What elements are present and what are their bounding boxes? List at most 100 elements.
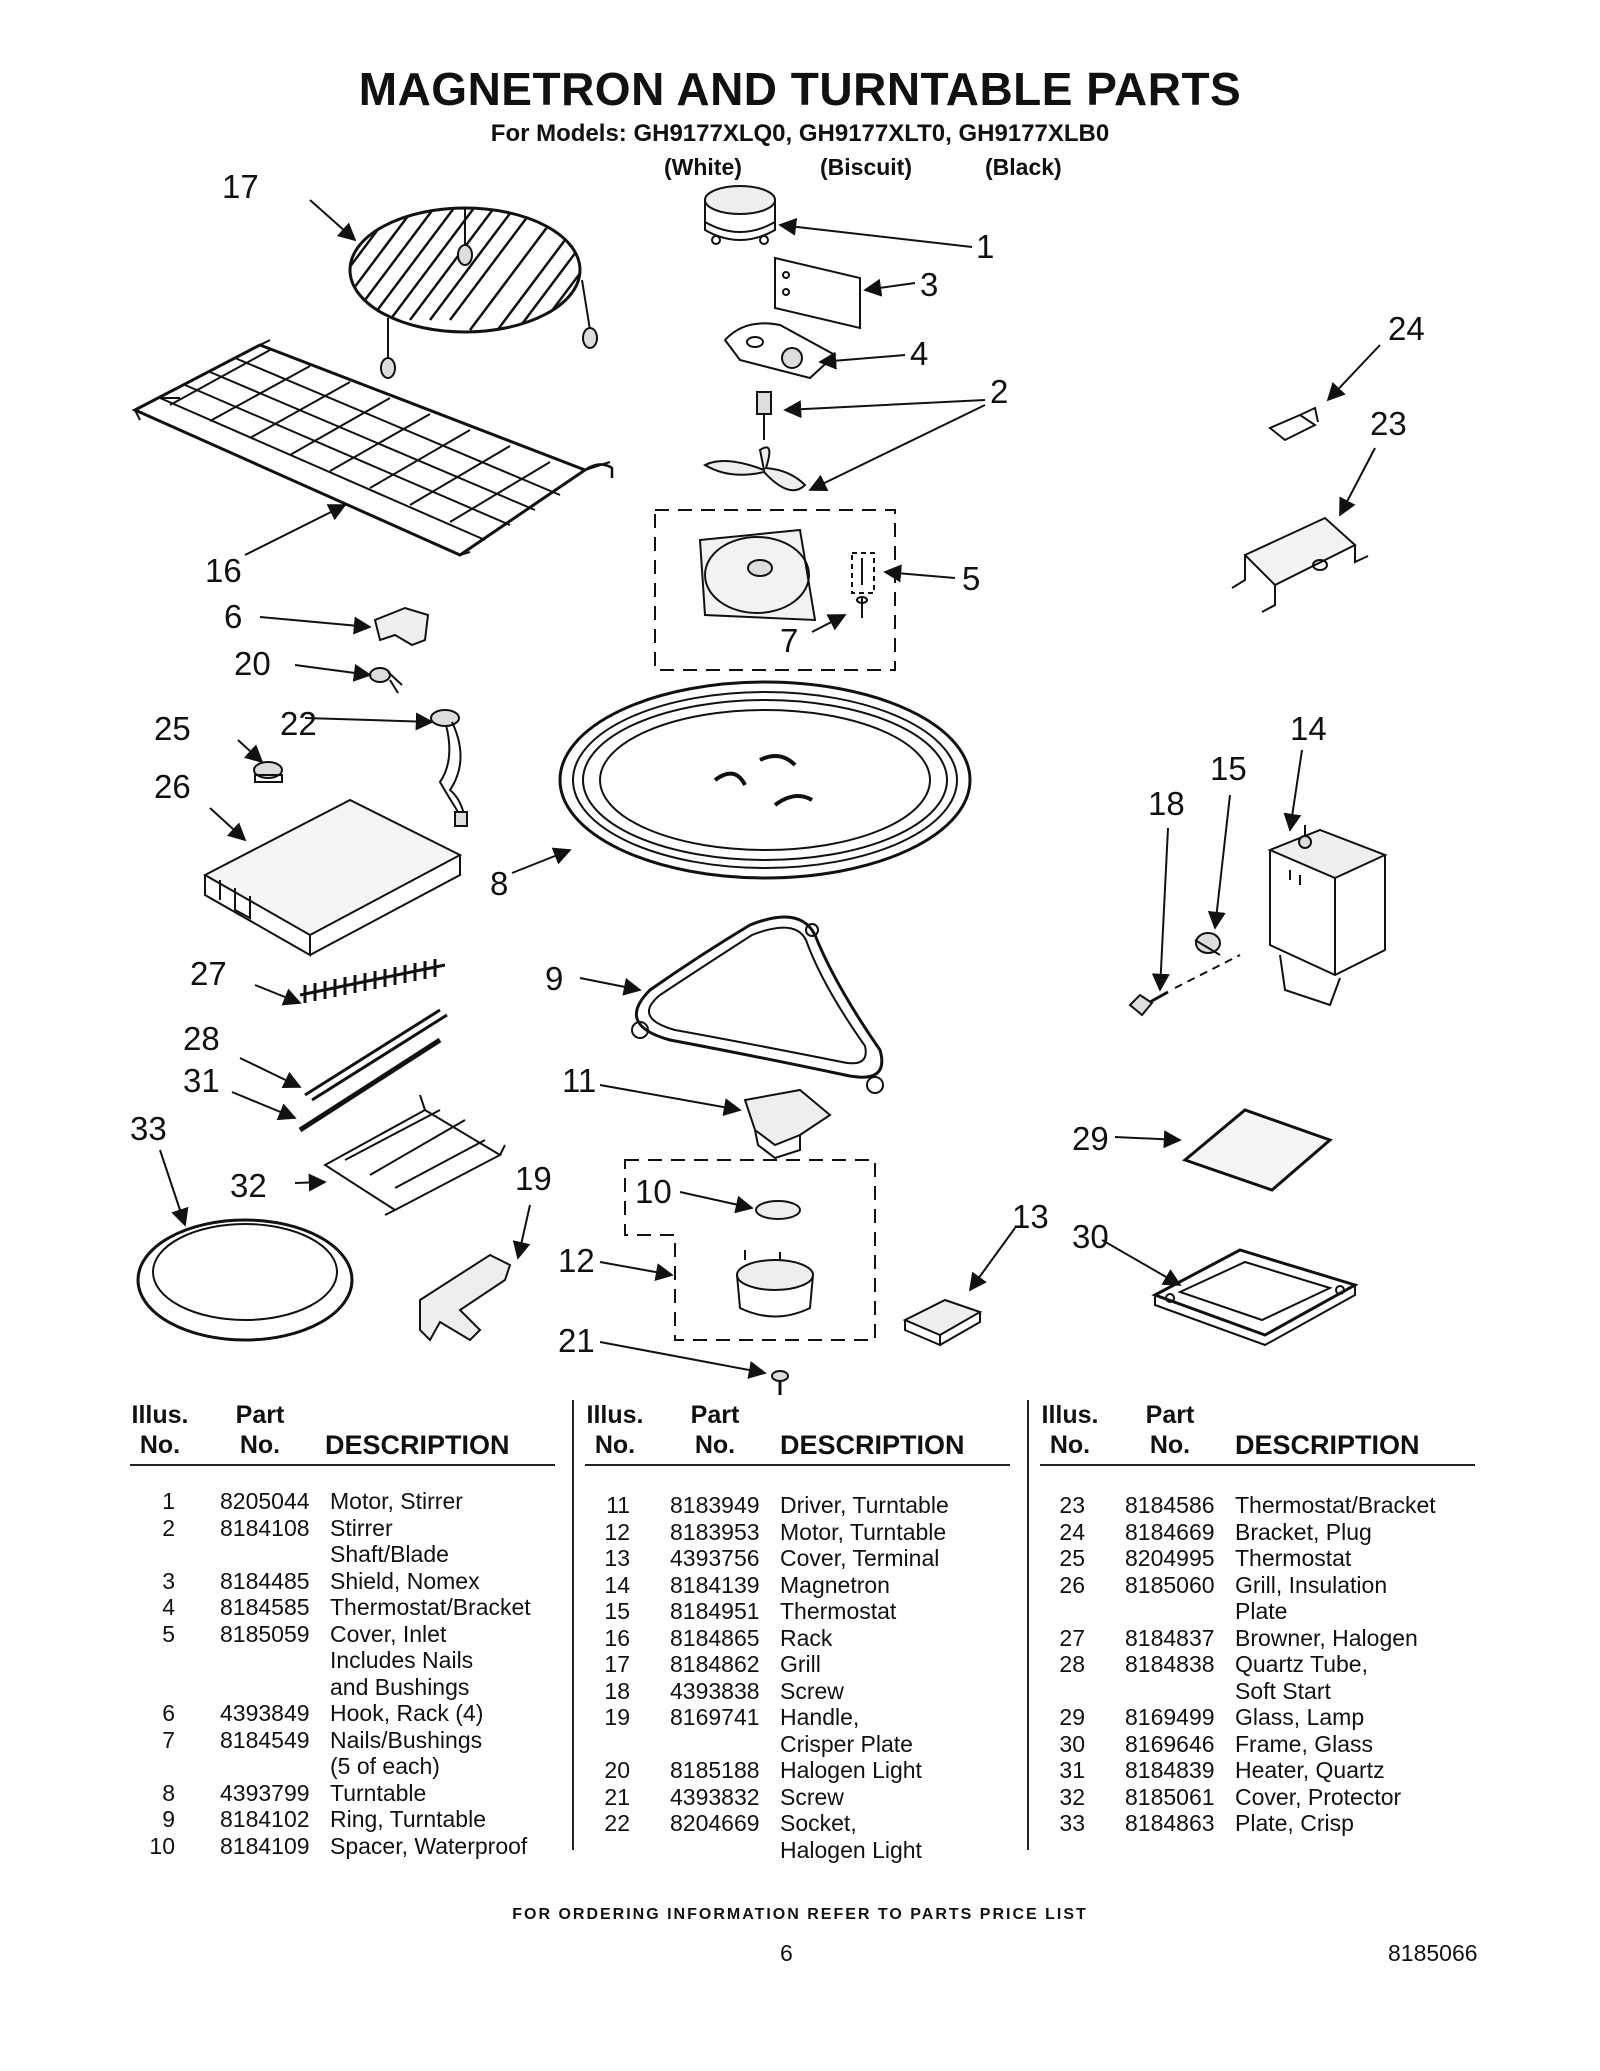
part-header: Part: [1145, 1401, 1195, 1429]
row-description: Grill: [780, 1651, 821, 1677]
glass-frame-part: [1151, 1248, 1359, 1347]
row-illus-no: 19: [604, 1704, 630, 1730]
row-illus-no: 7: [162, 1726, 175, 1753]
row-part-no: 8204669: [670, 1810, 760, 1836]
row-description: Screw: [780, 1783, 844, 1810]
quartz-heater-part: [298, 1037, 442, 1133]
crisp-plate-part: [136, 1218, 354, 1342]
row-part-no: 8184838: [1125, 1651, 1215, 1677]
row-illus-no: 31: [1059, 1757, 1085, 1783]
row-illus-no: 30: [1059, 1730, 1085, 1757]
row-description: Cover, Terminal: [780, 1545, 940, 1571]
inlet-cover-part: [654, 509, 896, 671]
row-part-no: 4393838: [670, 1677, 760, 1704]
thermostat-bracket-23-part: [1231, 516, 1369, 613]
row-part-no: 8185059: [220, 1620, 310, 1647]
insulation-grill-plate-part: [202, 798, 463, 957]
part-header: Part: [235, 1401, 285, 1429]
part-header: Part: [690, 1401, 740, 1429]
callout-19: 19: [515, 1160, 552, 1197]
illus-header: Illus.: [1041, 1401, 1099, 1429]
row-illus-no: 27: [1059, 1624, 1085, 1651]
row-description: Motor, Stirrer: [330, 1488, 463, 1514]
callout-23: 23: [1370, 405, 1407, 442]
illus-no-header: No.: [594, 1431, 636, 1459]
row-part-no: 8185188: [670, 1757, 760, 1783]
row-part-no: 8184586: [1125, 1492, 1215, 1518]
magnetron-screw-part: [1128, 954, 1241, 1017]
row-illus-no: 21: [604, 1783, 630, 1810]
row-illus-no: 14: [604, 1571, 630, 1598]
row-illus-no: 13: [604, 1545, 630, 1571]
page-number: 6: [780, 1940, 793, 1966]
ordering-note: FOR ORDERING INFORMATION REFER TO PARTS …: [512, 1906, 1088, 1923]
row-illus-no: 5: [162, 1620, 175, 1647]
row-description: Spacer, Waterproof: [330, 1832, 528, 1859]
callout-1: 1: [976, 228, 994, 265]
halogen-light-part: [369, 667, 403, 694]
row-description: Cover, Protector: [1235, 1783, 1402, 1810]
turntable-driver-part: [743, 1088, 832, 1160]
row-description: Frame, Glass: [1235, 1730, 1374, 1757]
callout-17: 17: [222, 168, 259, 205]
callout-31: 31: [183, 1062, 220, 1099]
row-illus-no: 32: [1059, 1783, 1085, 1810]
row-illus-no: 2: [162, 1514, 175, 1541]
row-description: and Bushings: [330, 1673, 470, 1700]
row-description: Hook, Rack (4): [330, 1700, 484, 1726]
crisper-handle-part: [419, 1253, 512, 1342]
color-label-black: (Black): [985, 154, 1062, 180]
row-description: Thermostat: [780, 1598, 897, 1624]
row-illus-no: 20: [604, 1757, 630, 1783]
plug-bracket-part: [1268, 406, 1319, 442]
shield-nomex-part: [774, 256, 861, 330]
callout-10: 10: [635, 1173, 672, 1210]
row-illus-no: 29: [1059, 1704, 1085, 1730]
row-description: Bracket, Plug: [1235, 1518, 1372, 1545]
row-description: Quartz Tube,: [1235, 1651, 1368, 1677]
row-illus-no: 23: [1059, 1492, 1085, 1518]
magnetron-thermostat-part: [1194, 932, 1221, 956]
row-illus-no: 18: [604, 1677, 630, 1704]
callout-5: 5: [962, 560, 980, 597]
row-part-no: 4393849: [220, 1700, 310, 1726]
row-part-no: 8169499: [1125, 1704, 1215, 1730]
page-title: MAGNETRON AND TURNTABLE PARTS: [358, 63, 1242, 115]
description-header: DESCRIPTION: [780, 1430, 965, 1460]
callout-33: 33: [130, 1110, 167, 1147]
row-part-no: 8184865: [670, 1624, 760, 1651]
header-rule: [130, 1464, 555, 1466]
row-illus-no: 4: [162, 1594, 175, 1620]
part-no-header: No.: [694, 1431, 736, 1459]
callout-numbers: 17 1 3 4 2 5 7 16 6 20 25 22 26 8 14 15 …: [130, 168, 1425, 1359]
callout-20: 20: [234, 645, 271, 682]
row-description: Shaft/Blade: [330, 1541, 449, 1567]
description-header: DESCRIPTION: [325, 1430, 510, 1460]
row-description: Thermostat/Bracket: [1235, 1492, 1436, 1518]
row-description: Shield, Nomex: [330, 1567, 480, 1594]
row-illus-no: 1: [162, 1488, 175, 1514]
terminal-cover-part: [902, 1298, 983, 1347]
illus-header: Illus.: [586, 1401, 644, 1429]
callout-24: 24: [1388, 310, 1425, 347]
row-part-no: 8184139: [670, 1571, 760, 1598]
row-part-no: 8184102: [220, 1806, 310, 1832]
row-part-no: 8169741: [670, 1704, 760, 1730]
part-no-header: No.: [1149, 1431, 1191, 1459]
row-illus-no: 24: [1059, 1518, 1085, 1545]
turntable-motor-part: [624, 1159, 876, 1341]
magnetron-part: [1267, 825, 1388, 1007]
row-part-no: 8184108: [220, 1514, 310, 1541]
row-part-no: 8185061: [1125, 1783, 1215, 1810]
callout-32: 32: [230, 1167, 267, 1204]
callout-7: 7: [780, 622, 798, 659]
row-part-no: 8184109: [220, 1832, 310, 1859]
row-illus-no: 16: [604, 1624, 630, 1651]
description-header: DESCRIPTION: [1235, 1430, 1420, 1460]
row-part-no: 8184863: [1125, 1810, 1215, 1836]
exploded-parts-diagram: 17 1 3 4 2 5 7 16 6 20 25 22 26 8 14 15 …: [130, 168, 1425, 1395]
callout-28: 28: [183, 1020, 220, 1057]
row-description: Halogen Light: [780, 1757, 922, 1783]
thermostat-part: [253, 761, 283, 783]
callout-15: 15: [1210, 750, 1247, 787]
